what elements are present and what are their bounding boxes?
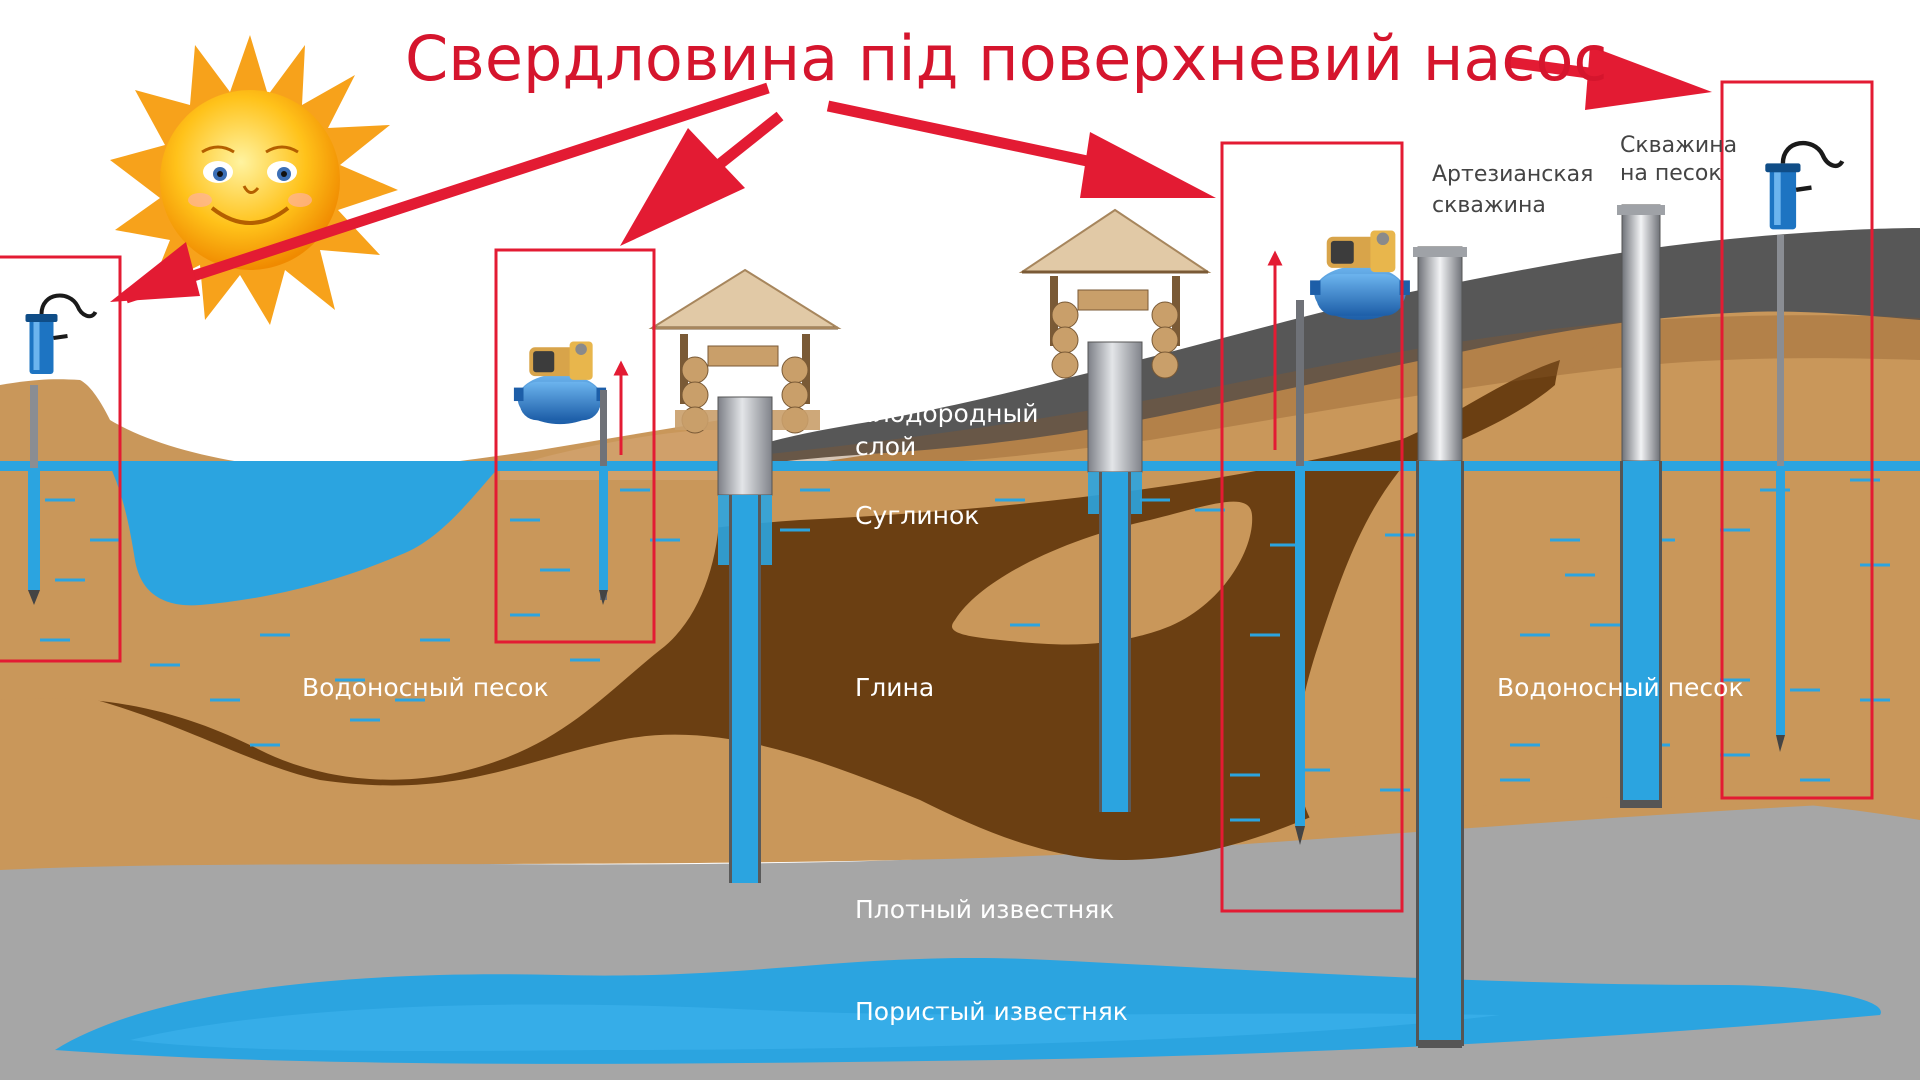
well-house-icon — [1018, 208, 1212, 812]
dense-limestone-label: Плотный известняк — [855, 895, 1114, 924]
borehole-2 — [513, 341, 629, 605]
loam-label: Суглинок — [855, 501, 979, 530]
fertile-layer-label: Плодородный — [855, 399, 1038, 428]
left-water-lake — [110, 466, 500, 606]
well-house-icon — [648, 268, 842, 883]
borehole-3 — [1267, 230, 1410, 845]
sand-well-label-line-2: на песок — [1620, 161, 1722, 186]
arrow-icon — [620, 111, 784, 246]
porous-limestone-inner — [130, 1004, 1500, 1051]
highlight-box — [1220, 141, 1404, 913]
highlight-box — [0, 255, 122, 663]
porous-limestone-label: Пористый известняк — [855, 997, 1128, 1026]
right-borehole — [1765, 143, 1842, 752]
arrow-icon — [110, 82, 770, 304]
artesian-well — [1413, 246, 1467, 1048]
artesian-label-line-1: Артезианская — [1432, 162, 1593, 187]
fertile-layer — [720, 228, 1920, 470]
clay-label: Глина — [855, 673, 934, 702]
artesian-label-line-2: скважина — [1432, 193, 1546, 218]
highlight-box — [1720, 80, 1874, 800]
sand-well-label-line-1: Скважина — [1620, 133, 1737, 158]
left-borehole — [26, 296, 96, 605]
highlight-box — [494, 248, 656, 644]
arrow-icon — [1507, 46, 1712, 110]
sand-well — [1617, 204, 1665, 808]
arrow-icon — [826, 100, 1216, 198]
fertile-layer-label-2: слой — [855, 432, 916, 461]
sand-left-label: Водоносный песок — [302, 673, 549, 702]
diagram-title: Свердловина під поверхневий насос — [405, 22, 1608, 95]
water-table-line — [0, 461, 1920, 471]
sand-right-label: Водоносный песок — [1497, 673, 1744, 702]
